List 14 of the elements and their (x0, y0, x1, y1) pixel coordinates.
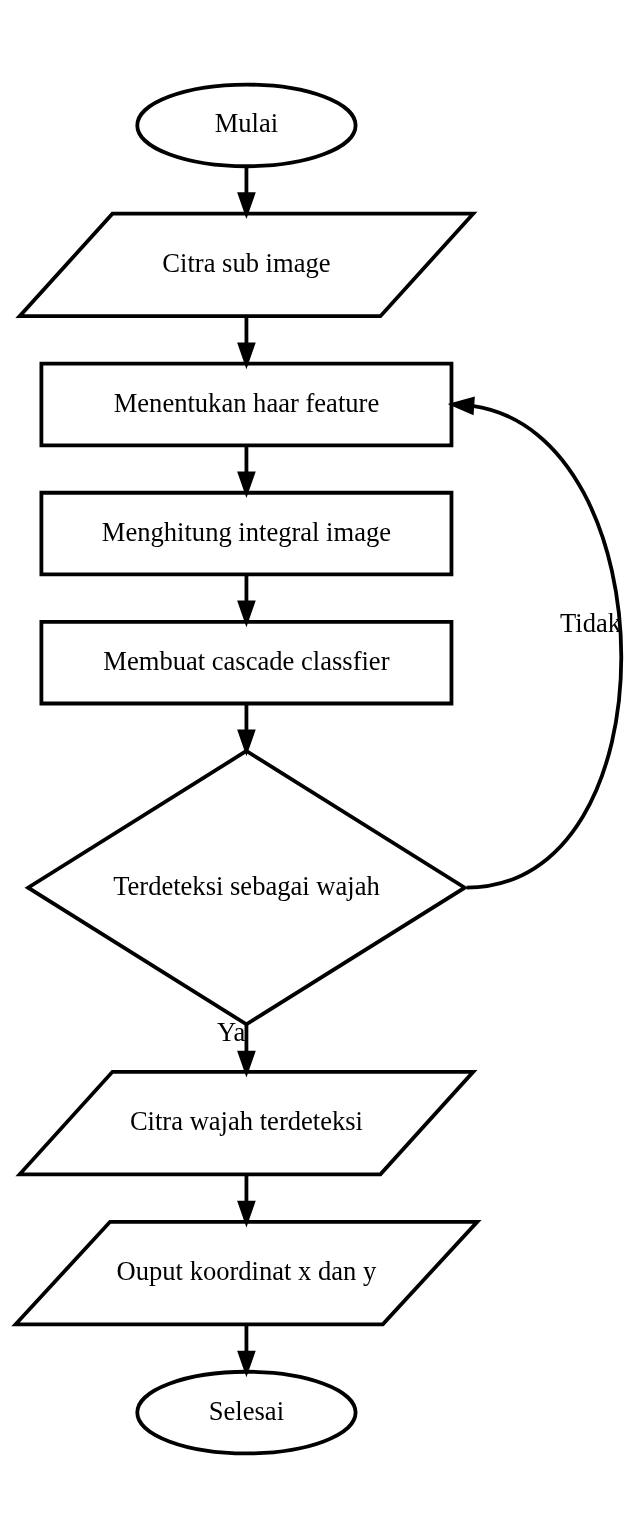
node-box: Membuat cascade classfier (39, 619, 454, 705)
arrow (447, 396, 624, 890)
arrow (237, 1024, 256, 1077)
arrow (237, 703, 256, 756)
arrow (237, 166, 256, 219)
node-ellipse: Selesai (135, 1369, 358, 1455)
node-ellipse: Mulai (135, 82, 358, 168)
arrow (237, 573, 256, 627)
node-box: Menentukan haar feature (39, 361, 454, 447)
node-box: Menghitung integral image (39, 490, 454, 576)
arrow (237, 444, 256, 498)
arrow (237, 316, 256, 369)
arrow (237, 1324, 256, 1377)
arrow (237, 1173, 256, 1227)
